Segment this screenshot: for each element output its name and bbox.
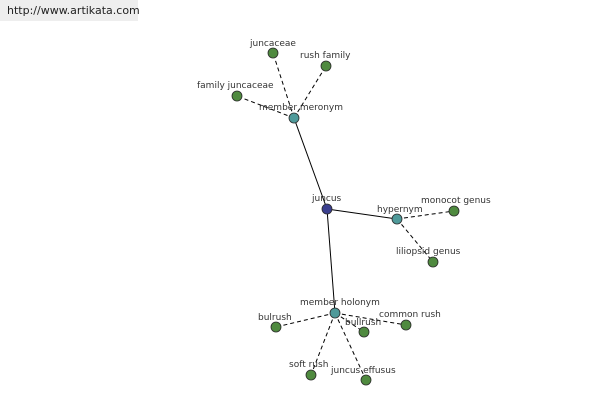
node-circle-bulrush-1[interactable]: [270, 321, 282, 333]
node-label-juncus[interactable]: juncus: [311, 194, 342, 204]
node-circle-member-meronym[interactable]: [288, 112, 300, 124]
node-bulrush-1[interactable]: bulrush: [258, 313, 292, 333]
node-family-juncaceae[interactable]: family juncaceae: [197, 81, 274, 102]
node-rush-family[interactable]: rush family: [300, 51, 351, 72]
node-label-rush-family[interactable]: rush family: [300, 51, 351, 61]
source-url[interactable]: http://www.artikata.com: [0, 0, 140, 21]
node-member-meronym[interactable]: member meronym: [259, 103, 343, 124]
edge-juncus-to-hypernym: [326, 208, 398, 220]
node-juncaceae[interactable]: juncaceae: [249, 39, 296, 59]
node-circle-soft-rush[interactable]: [305, 369, 317, 381]
node-circle-juncus-effusus[interactable]: [360, 374, 372, 386]
node-circle-liliopsid-genus[interactable]: [427, 256, 439, 268]
node-soft-rush[interactable]: soft rush: [289, 360, 328, 381]
node-common-rush[interactable]: common rush: [379, 310, 441, 331]
node-circle-juncus[interactable]: [321, 203, 333, 215]
nodes-layer: juncus member meronym hypernym member holon…: [197, 39, 491, 386]
edge-member-holonym-to-bulrush-1: [275, 312, 336, 328]
node-label-juncus-effusus[interactable]: juncus effusus: [330, 366, 396, 376]
node-label-liliopsid-genus[interactable]: liliopsid genus: [396, 247, 461, 257]
node-label-soft-rush[interactable]: soft rush: [289, 360, 328, 370]
edge-hypernym-to-monocot-genus: [396, 210, 455, 220]
node-circle-hypernym[interactable]: [391, 213, 403, 225]
node-circle-common-rush[interactable]: [400, 319, 412, 331]
node-circle-rush-family[interactable]: [320, 60, 332, 72]
node-bulrush-2[interactable]: bullrush: [345, 318, 381, 338]
node-hypernym[interactable]: hypernym: [377, 205, 423, 225]
node-label-hypernym[interactable]: hypernym: [377, 205, 423, 215]
node-label-family-juncaceae[interactable]: family juncaceae: [197, 81, 274, 91]
edges-layer: [236, 52, 455, 381]
edge-member-meronym-to-family-juncaceae: [236, 95, 295, 119]
node-circle-family-juncaceae[interactable]: [231, 90, 243, 102]
node-label-bulrush-2[interactable]: bullrush: [345, 318, 381, 328]
edge-member-holonym-to-common-rush: [334, 312, 407, 326]
node-label-member-holonym[interactable]: member holonym: [300, 298, 380, 308]
edge-juncus-to-member-holonym: [326, 208, 336, 314]
node-circle-member-holonym[interactable]: [329, 307, 341, 319]
node-label-member-meronym[interactable]: member meronym: [259, 103, 343, 113]
node-circle-monocot-genus[interactable]: [448, 205, 460, 217]
node-monocot-genus[interactable]: monocot genus: [421, 196, 491, 217]
node-label-monocot-genus[interactable]: monocot genus: [421, 196, 491, 206]
node-label-bulrush-1[interactable]: bulrush: [258, 313, 292, 323]
node-circle-bulrush-2[interactable]: [358, 326, 370, 338]
node-juncus-effusus[interactable]: juncus effusus: [330, 366, 396, 386]
edge-juncus-to-member-meronym: [293, 117, 328, 210]
edge-member-meronym-to-juncaceae: [272, 52, 295, 119]
node-circle-juncaceae[interactable]: [267, 47, 279, 59]
edge-hypernym-to-liliopsid-genus: [396, 218, 434, 263]
node-juncus[interactable]: juncus: [311, 194, 342, 215]
node-label-juncaceae[interactable]: juncaceae: [249, 39, 296, 49]
edge-member-holonym-to-juncus-effusus: [334, 312, 367, 381]
node-liliopsid-genus[interactable]: liliopsid genus: [396, 247, 461, 268]
edge-member-meronym-to-rush-family: [293, 65, 327, 119]
node-label-common-rush[interactable]: common rush: [379, 310, 441, 320]
edge-member-holonym-to-bulrush-2: [334, 312, 365, 333]
node-member-holonym[interactable]: member holonym: [300, 298, 380, 319]
